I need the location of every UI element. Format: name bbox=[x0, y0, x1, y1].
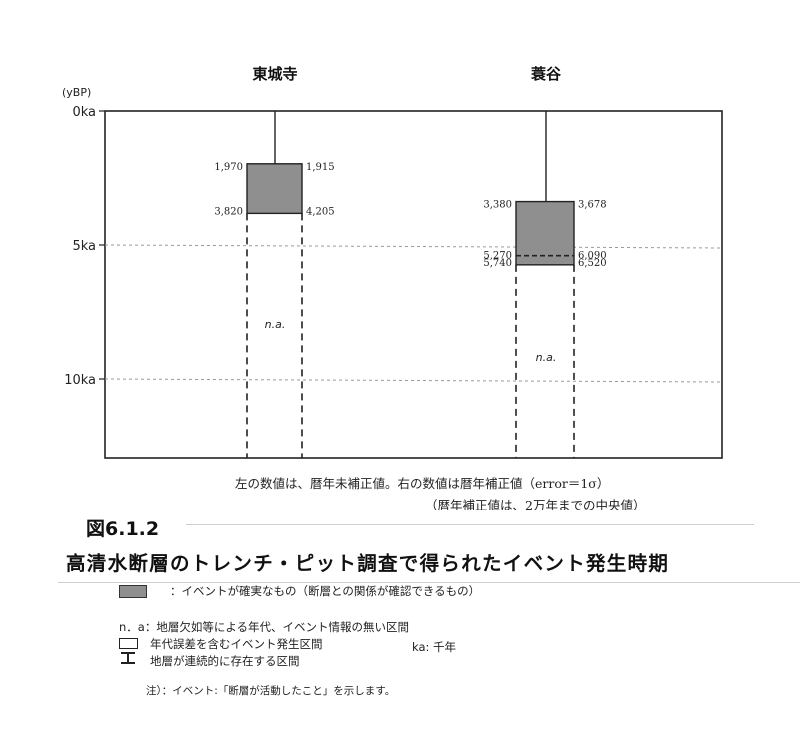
legend-confirmed-label: ：イベントが確実なもの（断層との関係が確認できるもの） bbox=[170, 584, 481, 598]
legend-open-box-label: 年代誤差を含むイベント発生区間 bbox=[150, 637, 323, 651]
y-unit-label: (yBP) bbox=[62, 86, 91, 99]
median-label-left: 5,270 bbox=[483, 251, 512, 262]
legend-na-label: n．a：地層欠如等による年代、イベント情報の無い区間 bbox=[119, 620, 409, 634]
figure-title: 高清水断層のトレンチ・ピット調査で得られたイベント発生時期 bbox=[66, 552, 670, 575]
note-line-1: 左の数値は、暦年未補正値。右の数値は暦年補正値（error＝1σ） bbox=[235, 476, 609, 491]
legend-ka-label: ka: 千年 bbox=[412, 640, 457, 654]
figure-divider-bottom bbox=[58, 582, 800, 583]
age-label-top-left: 1,970 bbox=[214, 162, 243, 173]
legend-open-box-swatch bbox=[119, 638, 138, 649]
age-label-bottom-left: 5,740 bbox=[483, 258, 512, 269]
age-label-bottom-right: 4,205 bbox=[306, 206, 335, 217]
median-label-right: 6,090 bbox=[578, 251, 607, 262]
legend-ibeam-label: 地層が連続的に存在する区間 bbox=[150, 654, 300, 668]
age-label-top-right: 3,678 bbox=[578, 200, 607, 211]
na-label: n.a. bbox=[536, 351, 557, 364]
site-title: 蓑谷 bbox=[530, 65, 562, 83]
event-box bbox=[246, 163, 303, 215]
plot-frame bbox=[104, 110, 723, 459]
figure-number: 図6.1.2 bbox=[86, 518, 160, 540]
na-label: n.a. bbox=[265, 318, 286, 331]
gridline bbox=[104, 378, 723, 383]
y-tick-label: 5ka bbox=[72, 239, 96, 254]
note-line-2: （暦年補正値は、2万年までの中央値） bbox=[425, 498, 645, 510]
footnote: 注）：イベント:「断層が活動したこと」を示します。 bbox=[146, 685, 396, 697]
legend-ibeam-icon bbox=[121, 652, 135, 664]
event-box bbox=[515, 200, 575, 266]
gridline bbox=[104, 244, 723, 249]
site-title: 東城寺 bbox=[252, 65, 297, 83]
age-label-top-left: 3,380 bbox=[483, 200, 512, 211]
event-timing-chart: (yBP) 0ka 5ka 10ka 東城寺 1,970 1,915 3,820 4,205 n.… bbox=[62, 65, 723, 510]
age-label-top-right: 1,915 bbox=[306, 162, 335, 173]
legend-confirmed-swatch bbox=[119, 585, 147, 598]
y-tick-label: 10ka bbox=[64, 373, 96, 388]
age-label-bottom-right: 6,520 bbox=[578, 258, 607, 269]
figure-divider-top bbox=[186, 524, 754, 525]
y-tick-label: 0ka bbox=[72, 105, 96, 120]
age-label-bottom-left: 3,820 bbox=[214, 206, 243, 217]
